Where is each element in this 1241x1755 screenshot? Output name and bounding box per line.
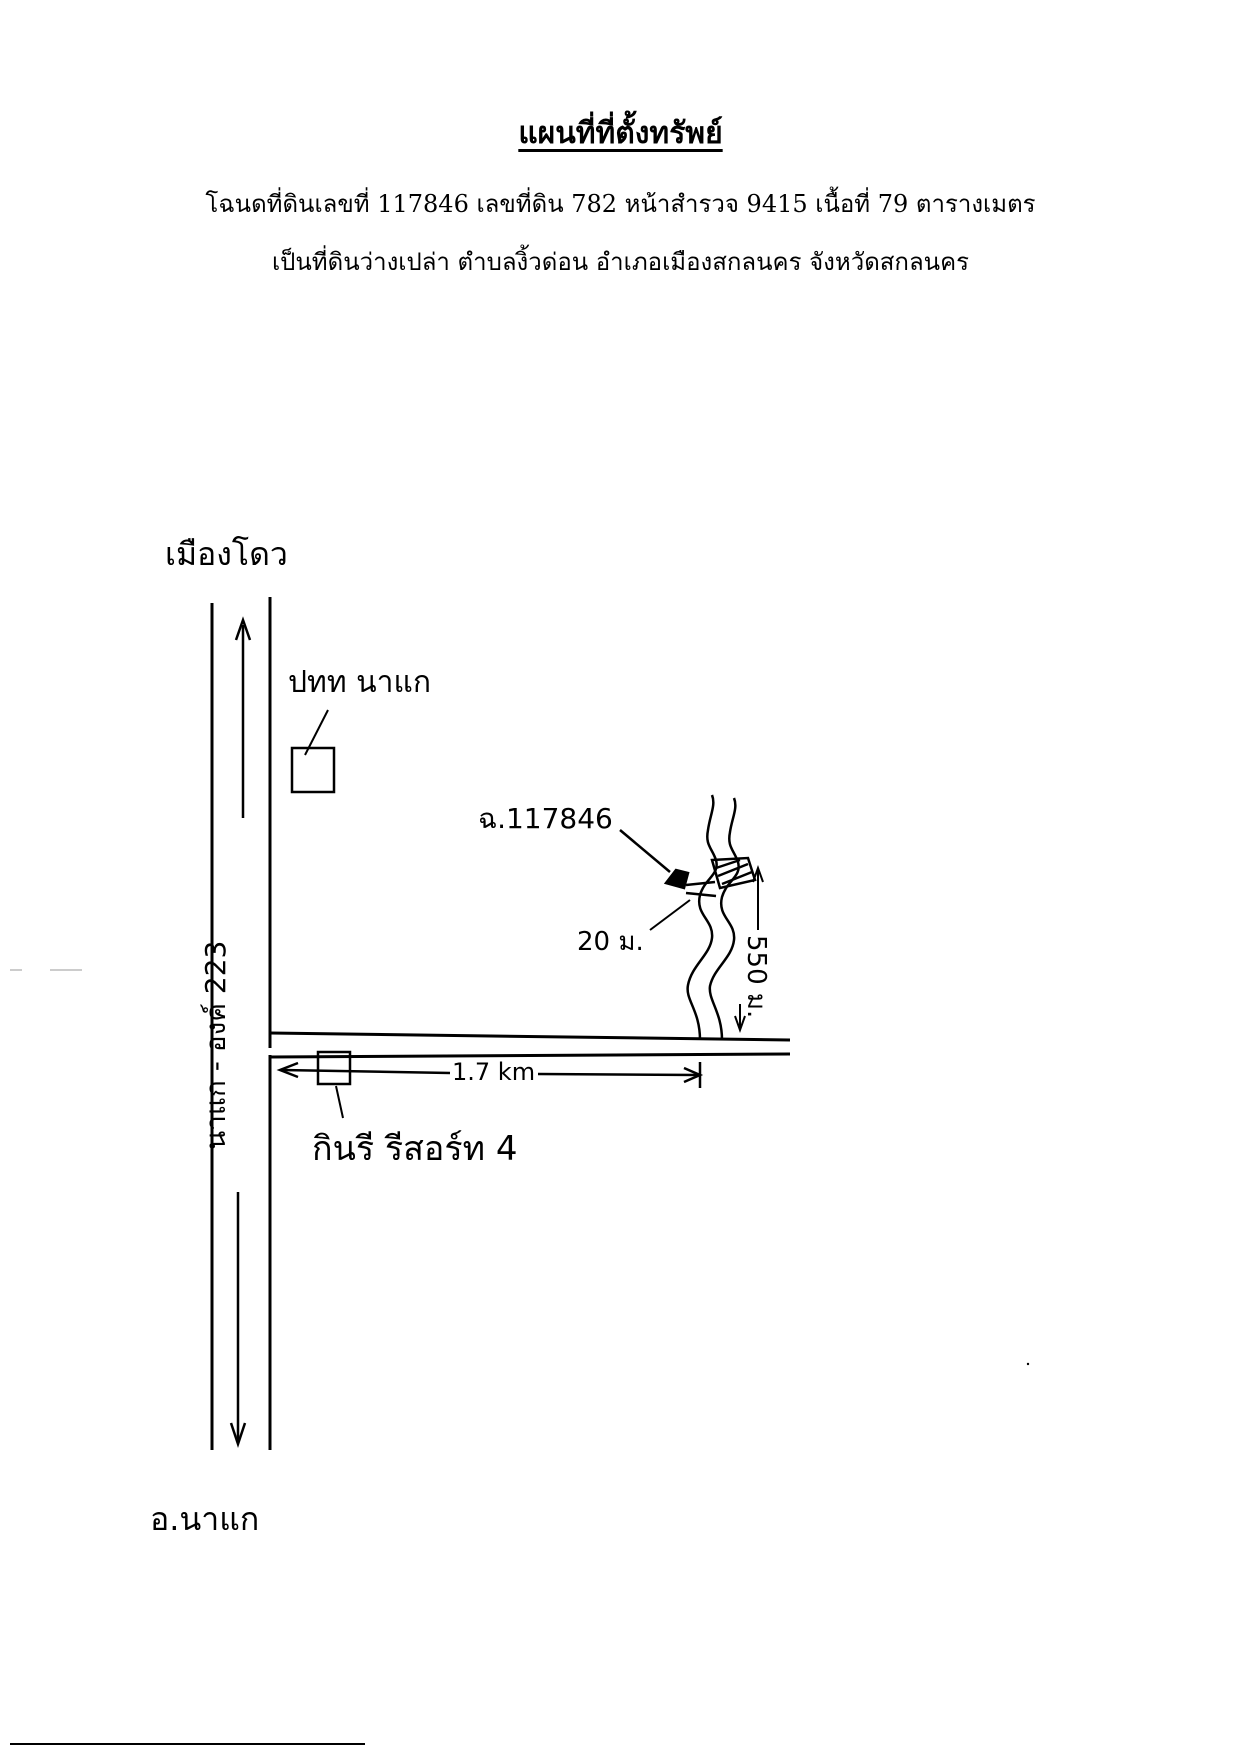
south-destination-label: อ.นาแก [150,1500,259,1538]
footnote-rule [10,1743,365,1745]
distance-dimension [276,1061,704,1088]
plot-parcel [663,856,757,898]
lane-length-dimension [734,865,764,1033]
plot-width-leader [649,899,691,931]
page-title: แผนที่ที่ตั้งทรัพย์ [518,116,723,151]
main-road [210,597,272,1450]
post-office-leader [304,709,329,756]
landmark-marker [316,1050,352,1086]
landmark-leader [335,1085,344,1119]
plot-leader [619,829,671,873]
side-road [269,1031,791,1059]
plot-label: ฉ.117846 [478,802,613,835]
scan-dot [1026,1362,1030,1366]
lane-length-label: 550 ม. [741,935,771,1018]
post-office-marker [290,746,336,794]
access-lane [686,794,740,1041]
distance-label: 1.7 km [452,1058,535,1086]
plot-width-label: 20 ม. [577,927,644,957]
deed-info-line: โฉนดที่ดินเลขที่ 117846 เลขที่ดิน 782 หน… [205,190,1036,218]
post-office-label: ปทท นาแก [288,665,431,700]
landmark-label: กินรี รีสอร์ท 4 [312,1129,517,1169]
location-info-line: เป็นที่ดินว่างเปล่า ตำบลงิ้วด่อน อำเภอเม… [271,248,970,276]
north-destination-label: เมืองโดว [165,535,288,573]
road-direction-arrows [229,616,252,1448]
road-name-label: นาแก - องค์ 223 [199,941,232,1150]
